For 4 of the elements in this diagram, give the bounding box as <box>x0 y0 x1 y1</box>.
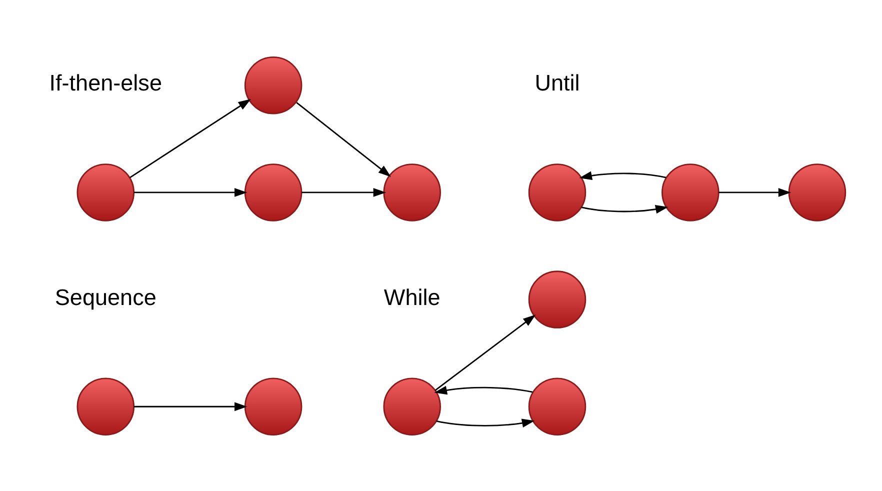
label: Sequence <box>54 284 156 310</box>
label: Until <box>534 70 580 96</box>
label: While <box>384 284 440 310</box>
label: If-then-else <box>49 70 162 96</box>
